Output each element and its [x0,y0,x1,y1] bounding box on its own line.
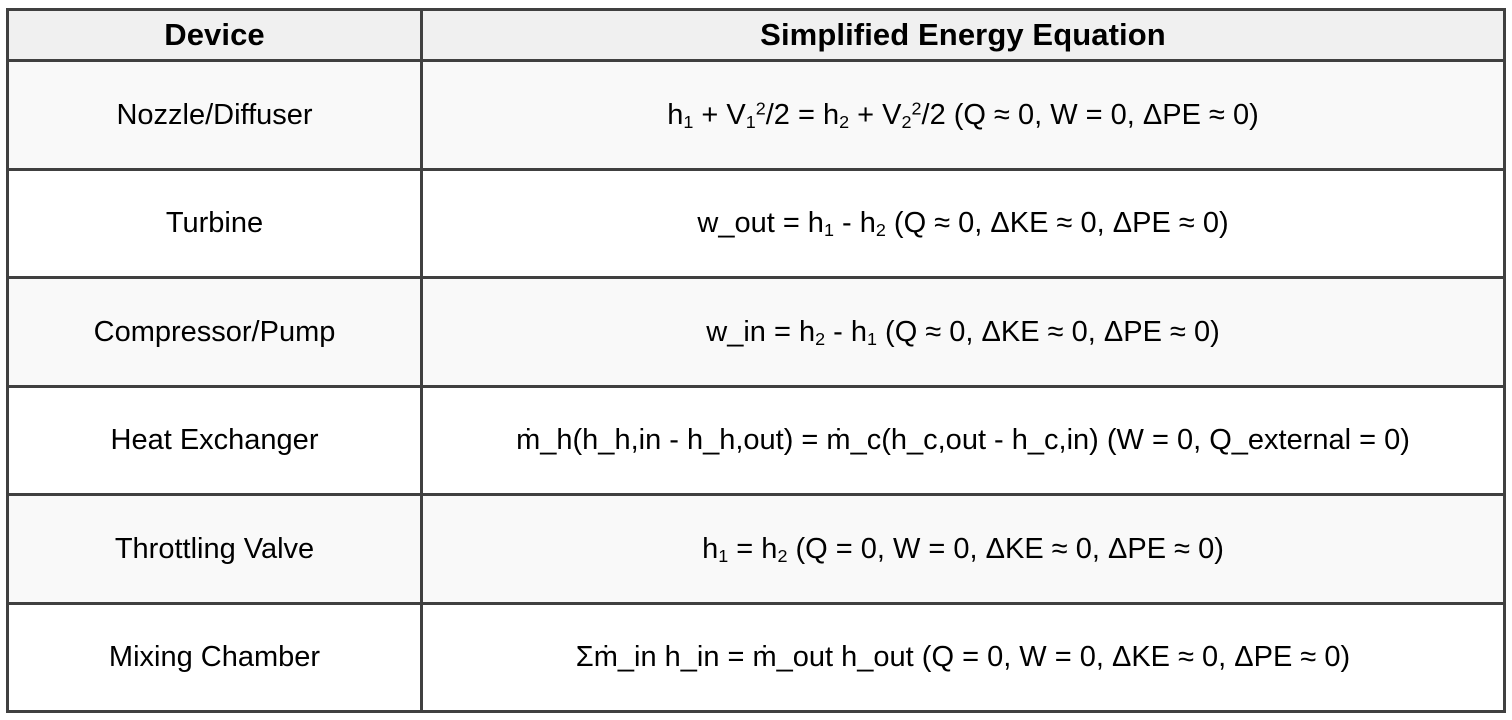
equation-cell: w_out = h1 - h2 (Q ≈ 0, ΔKE ≈ 0, ΔPE ≈ 0… [420,167,1506,279]
energy-equation-table: Device Simplified Energy Equation Nozzle… [6,8,1506,713]
device-cell: Nozzle/Diffuser [6,59,423,171]
energy-equation-table-container: Device Simplified Energy Equation Nozzle… [6,8,1506,713]
equation-cell: h1 = h2 (Q = 0, W = 0, ΔKE ≈ 0, ΔPE ≈ 0) [420,493,1506,605]
equation-cell: h1 + V12/2 = h2 + V22/2 (Q ≈ 0, W = 0, Δ… [420,59,1506,171]
device-cell: Compressor/Pump [6,276,423,388]
device-cell: Mixing Chamber [6,601,423,713]
column-header-device: Device [6,8,423,62]
table-header: Device Simplified Energy Equation [6,8,1506,62]
device-cell: Turbine [6,167,423,279]
table-header-row: Device Simplified Energy Equation [6,8,1506,62]
device-cell: Throttling Valve [6,493,423,605]
equation-cell: Σṁ_in h_in = ṁ_out h_out (Q = 0, W = 0, … [420,601,1506,713]
equation-cell: ṁ_h(h_h,in - h_h,out) = ṁ_c(h_c,out - h_… [420,384,1506,496]
column-header-equation: Simplified Energy Equation [420,8,1506,62]
device-cell: Heat Exchanger [6,384,423,496]
equation-cell: w_in = h2 - h1 (Q ≈ 0, ΔKE ≈ 0, ΔPE ≈ 0) [420,276,1506,388]
